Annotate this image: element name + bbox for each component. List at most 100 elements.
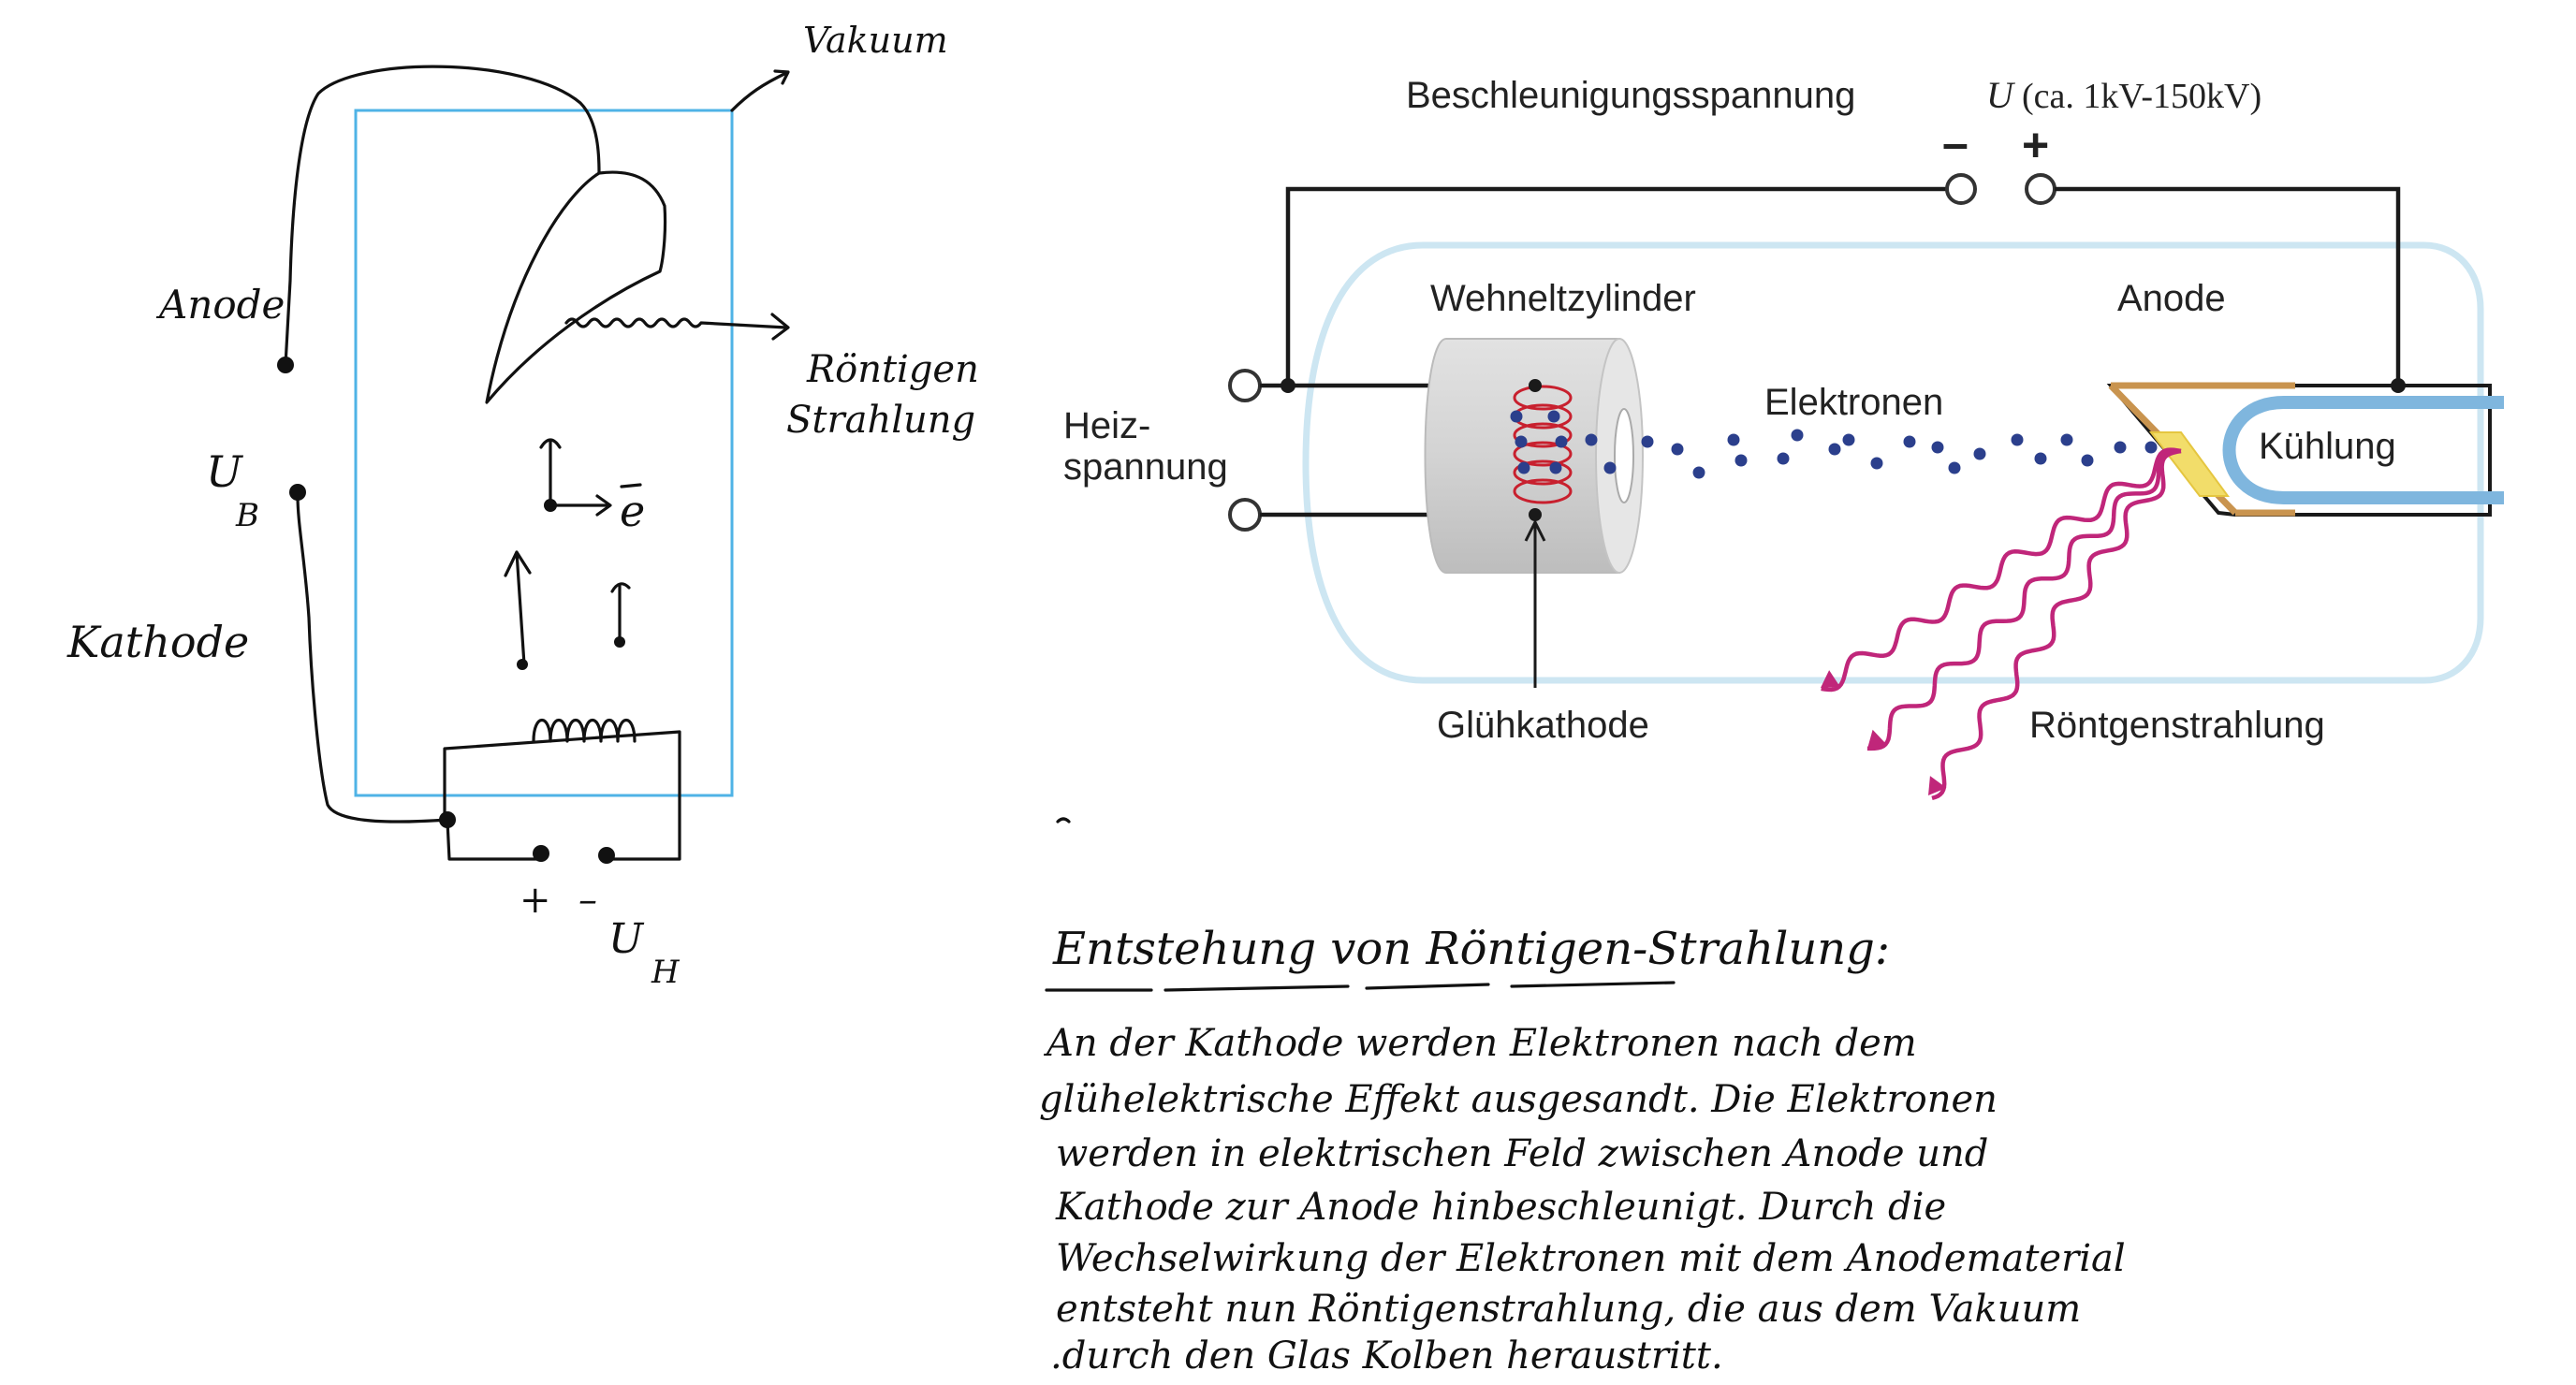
xray-arrow-sketch (770, 313, 790, 341)
electron-dot (1517, 461, 1530, 474)
electron-dot (1791, 429, 1804, 442)
xray-label: Röntgenstrahlung (2029, 705, 2325, 746)
xray-label-line2: Strahlung (786, 399, 975, 442)
vacuum-label: Vakuum (803, 20, 948, 61)
plus-sign: + (2022, 119, 2049, 171)
xray-arrowhead (1821, 670, 1840, 688)
notes-line-6: entsteht nun Röntigenstrahlung, die aus … (1056, 1288, 2081, 1331)
xray-label-line1: Röntigen (806, 348, 979, 391)
electron-horizontal-arrow (549, 494, 612, 517)
filament-contact-bottom (1529, 508, 1542, 521)
heating-label-line2: spannung (1063, 446, 1228, 488)
ub-terminal (289, 484, 306, 501)
heating-terminal-plus (533, 845, 549, 862)
electron-dot (1931, 441, 1944, 454)
voltage-symbol: U (1986, 74, 2016, 116)
stray-mark (1056, 817, 1071, 824)
electron-dot (1671, 443, 1684, 456)
heating-circuit (443, 730, 681, 861)
electron-dot (1549, 461, 1562, 474)
handwritten-notes: Entstehung von Röntigen-Strahlung: An de… (1039, 923, 2126, 1378)
electron-beam (1510, 410, 2158, 479)
anode-label: Anode (2117, 278, 2226, 319)
electron-dot (1555, 435, 1568, 448)
hv-terminal-minus (1945, 173, 1977, 205)
xray-waves (1821, 447, 2182, 801)
hand-sketch: Vakuum Anode Röntigen Strahlung e + – U … (66, 20, 979, 991)
notes-heading: Entstehung von Röntigen-Strahlung: (1052, 923, 1890, 975)
xray-wave-sketch (564, 317, 788, 329)
glass-tube-outline (1302, 241, 2484, 684)
voltage-range: (ca. 1kV-150kV) (2022, 77, 2261, 116)
heating-label-line1: Heiz- (1063, 405, 1150, 446)
electron-dot (2144, 441, 2158, 454)
minus-sign: – (1942, 117, 1969, 169)
emission-arrow-left (504, 550, 532, 666)
electron-dot (2060, 433, 2073, 446)
wehnelt-label: Wehneltzylinder (1430, 278, 1696, 319)
electron-dot (1515, 435, 1528, 448)
hv-wire-minus (1285, 186, 1952, 386)
notes-line-1: An der Kathode werden Elektronen nach de… (1043, 1022, 1917, 1065)
emission-arrow-right (610, 582, 631, 643)
ub-label: U (206, 446, 244, 497)
electron-dot (1777, 452, 1790, 465)
emission-dot-left (517, 659, 528, 670)
cathode-label: Kathode (66, 617, 249, 667)
cooling-label: Kühlung (2259, 426, 2396, 467)
electron-dot (1842, 433, 1855, 446)
emission-dot-right (614, 636, 625, 648)
electron-dot (1903, 435, 1916, 448)
xray-wave (1931, 448, 2182, 801)
electron-dot (2034, 452, 2047, 465)
vacuum-pointer-arrow (773, 69, 790, 85)
cathode-terminal (439, 811, 456, 828)
notes-line-3: werden in elektrischen Feld zwischen Ano… (1056, 1132, 1988, 1175)
filament-coil (1513, 385, 1573, 504)
electron-dot (1692, 466, 1705, 479)
hv-wire-plus (2055, 186, 2401, 386)
notes-line-7: .durch den Glas Kolben heraustritt. (1050, 1334, 1723, 1378)
notes-line-4: Kathode zur Anode hinbeschleunigt. Durch… (1055, 1186, 1946, 1229)
wehnelt-cylinder-body (1424, 338, 1620, 574)
voltage-label: Beschleunigungsspannung (1406, 75, 1855, 116)
hv-terminal-plus (2025, 173, 2056, 205)
heating-terminal-top (1228, 369, 1262, 402)
xray-arrowhead (1928, 776, 1947, 795)
anode-terminal (277, 357, 294, 373)
xray-tube-diagram: Beschleunigungsspannung U (ca. 1kV-150kV… (1063, 74, 2504, 801)
electron-dot (1734, 454, 1748, 467)
electron-dot (1547, 410, 1560, 423)
electron-dot (1510, 410, 1523, 423)
wehnelt-aperture (1614, 408, 1634, 503)
cathode-wire (296, 494, 449, 824)
xray-arrowhead (1867, 729, 1887, 749)
notes-line-5: Wechselwirkung der Elektronen mit dem An… (1056, 1237, 2126, 1280)
heating-terminal-minus (598, 847, 615, 864)
cathode-pointer (1524, 518, 1546, 688)
electron-dot (1948, 461, 1961, 474)
filament-contact-top (1529, 379, 1542, 392)
electron-vertical-arrow (539, 438, 562, 507)
vacuum-box (354, 109, 734, 797)
cooling-pipe (2222, 396, 2504, 504)
electron-dot (1973, 447, 1986, 460)
uh-sub-label: H (651, 954, 681, 991)
anode-wire (284, 65, 601, 367)
electron-dot (2011, 433, 2024, 446)
ub-sub-label: B (235, 497, 259, 534)
electron-dot (1641, 435, 1654, 448)
electron-dot (1727, 433, 1740, 446)
vacuum-pointer-line (730, 71, 788, 112)
uh-label: U (608, 915, 645, 963)
electron-dot (1603, 461, 1617, 474)
xray-wave (1866, 448, 2181, 751)
electron-dot (1828, 443, 1841, 456)
heating-terminal-bottom (1228, 498, 1262, 532)
electron-dot (2081, 454, 2094, 467)
notes-line-2: glühelektrische Effekt ausgesandt. Die E… (1039, 1078, 1998, 1121)
uh-minus-label: – (578, 879, 597, 922)
electrons-label: Elektronen (1764, 382, 1943, 423)
electron-dot (1585, 433, 1598, 446)
